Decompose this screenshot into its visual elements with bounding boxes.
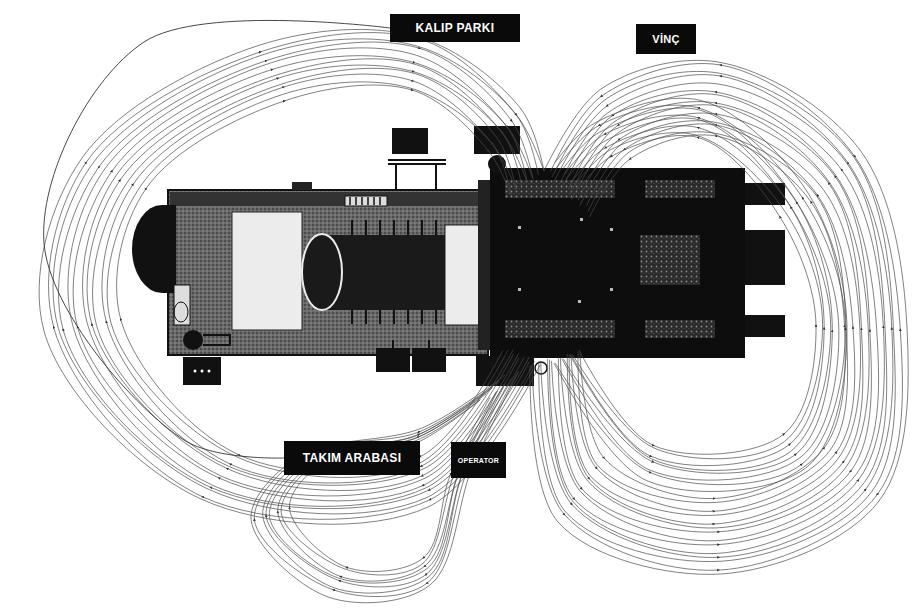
location-label: TAKIM ARABASI [303,451,402,465]
location-label: OPERATOR [458,457,499,464]
movement-path [548,83,887,554]
location-box: OPERATOR [451,442,506,478]
movement-path [53,39,538,514]
movement-path [541,75,893,558]
location-box: TAKIM ARABASI [284,441,420,475]
machine-body [132,182,488,355]
movement-path [251,371,519,603]
movement-path [102,74,516,483]
movement-path [263,378,512,593]
movement-path [49,33,544,520]
movement-path [578,132,848,503]
location-label: VİNÇ [652,33,679,45]
movement-path [289,398,490,572]
location-label: KALIP PARKI [416,21,495,35]
movement-path [569,121,860,516]
movement-path [554,98,847,491]
movement-path [571,126,824,466]
movement-path [59,42,534,509]
movement-paths [39,29,908,602]
movement-path [552,94,879,541]
movement-path [573,133,823,459]
movement-path [532,64,903,571]
movement-path [278,391,498,581]
location-box: KALIP PARKI [390,14,520,42]
press-head [478,168,785,358]
movement-connector [44,20,390,458]
movement-path [73,56,527,501]
movement-path [563,115,832,473]
movement-path [558,102,871,533]
movement-path [266,384,505,587]
movement-path [567,113,863,524]
movement-path [566,118,831,471]
movement-path [579,135,816,454]
auxiliary-units [183,126,547,386]
movement-path [562,108,839,480]
movement-path [530,60,908,574]
movement-path [39,29,544,524]
movement-path [539,71,895,561]
movement-path [555,105,845,485]
movement-path [87,65,522,490]
movement-path [269,385,504,583]
movement-path [281,392,496,575]
location-box: VİNÇ [636,24,696,54]
movement-path [254,372,517,597]
movement-path [93,68,517,485]
movement-path [560,105,869,528]
movement-path [550,91,885,545]
